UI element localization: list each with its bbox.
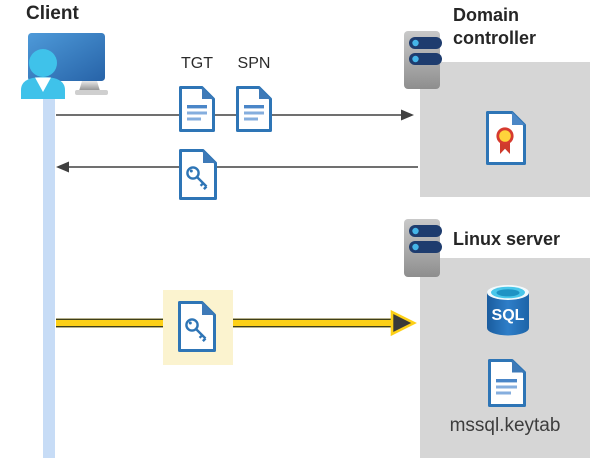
server-icon — [404, 219, 442, 277]
spn-label: SPN — [237, 55, 271, 72]
key-document-icon — [179, 149, 217, 200]
user-at-monitor-icon — [21, 33, 108, 99]
spn-document-icon — [236, 86, 272, 132]
keytab-file-label: mssql.keytab — [449, 415, 561, 436]
tgt-label: TGT — [181, 55, 213, 72]
key-document-icon — [178, 301, 216, 352]
domain-controller-label: Domain controller — [453, 5, 537, 48]
sql-text: SQL — [492, 307, 525, 324]
client-label: Client — [26, 3, 79, 24]
keytab-document-icon — [488, 359, 526, 407]
linux-server-label: Linux server — [453, 229, 561, 249]
client-lifeline-bar — [43, 86, 55, 458]
request-arrow — [56, 109, 414, 121]
server-icon — [404, 31, 442, 89]
sql-database-icon: SQL — [487, 285, 529, 336]
connection-arrow — [56, 309, 417, 337]
tgt-document-icon — [179, 86, 215, 132]
certificate-document-icon — [486, 111, 526, 165]
response-arrow — [56, 161, 418, 173]
user-icon — [21, 49, 65, 99]
